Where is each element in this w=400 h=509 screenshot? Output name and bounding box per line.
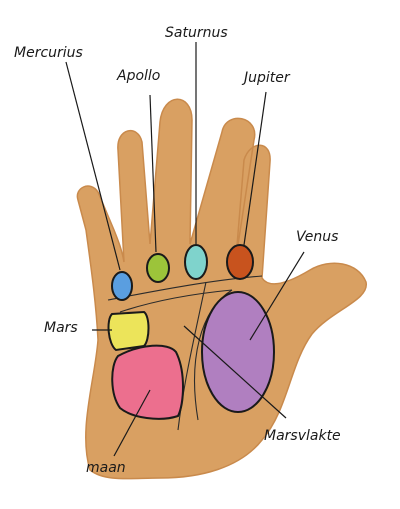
label-maan: maan [86, 460, 126, 476]
mount-mars [107, 310, 150, 352]
label-venus: Venus [296, 229, 338, 245]
head-line [119, 289, 233, 313]
leader-mercurius [65, 61, 121, 271]
mount-mercurius [111, 271, 133, 301]
label-jupiter: Jupiter [241, 70, 291, 86]
mount-saturnus [184, 244, 208, 280]
leader-jupiter [243, 91, 267, 246]
label-mars: Mars [44, 320, 78, 336]
label-saturnus: Saturnus [165, 25, 228, 41]
mount-apollo [146, 253, 170, 283]
leader-maan [113, 389, 151, 457]
mount-maan [111, 344, 184, 420]
mount-venus [201, 291, 275, 413]
label-marsvlakte: Marsvlakte [264, 428, 341, 444]
mount-jupiter [226, 244, 254, 280]
leader-marsvlakte [183, 325, 287, 419]
leader-apollo [149, 94, 157, 253]
leader-venus [249, 251, 305, 341]
label-apollo: Apollo [116, 68, 160, 84]
label-mercurius: Mercurius [14, 45, 83, 61]
